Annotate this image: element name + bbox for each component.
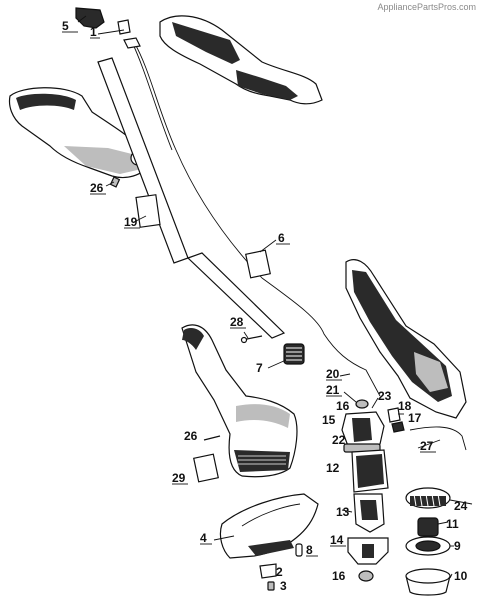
callout-2: 2: [276, 565, 283, 579]
callout-3: 3: [280, 579, 287, 593]
callout-17: 17: [408, 411, 422, 425]
part-1-switch: [117, 19, 141, 49]
part-14-bracket: [347, 537, 389, 565]
part-7-spring: [283, 343, 305, 365]
part-4-guard: [219, 493, 319, 559]
callout-12: 12: [326, 461, 340, 475]
callout-underlines: [62, 31, 436, 557]
part-6-label: [245, 249, 271, 279]
leader-lines: [77, 15, 473, 579]
callout-20: 20: [326, 367, 340, 381]
part-8-screw: [295, 543, 303, 557]
motor-housing-right-half: [345, 259, 467, 419]
part-9-spool: [405, 536, 451, 556]
callout-6: 6: [278, 231, 285, 245]
callout-24: 24: [454, 499, 468, 513]
callout-5: 5: [62, 19, 69, 33]
part-17-pin: [391, 421, 405, 433]
part-19-label: [135, 194, 161, 228]
callout-14: 14: [330, 533, 344, 547]
callout-4: 4: [200, 531, 207, 545]
callout-18: 18: [398, 399, 412, 413]
callout-1: 1: [90, 25, 97, 39]
callout-26-lower: 26: [184, 429, 198, 443]
part-28-screw: [240, 335, 263, 344]
callout-21: 21: [326, 383, 340, 397]
part-26-screw-upper: [109, 176, 121, 188]
part-29-label: [193, 453, 219, 483]
callout-10: 10: [454, 569, 468, 583]
part-13-gear-shaft: [353, 493, 385, 533]
upper-handle-right-half: [159, 15, 323, 105]
callout-9: 9: [454, 539, 461, 553]
part-26-screw-lower: [203, 435, 221, 441]
callout-23: 23: [378, 389, 392, 403]
part-16-washer-bottom: [358, 570, 374, 582]
callout-29: 29: [172, 471, 186, 485]
lower-shaft-tube: [186, 252, 286, 339]
callout-22: 22: [332, 433, 346, 447]
part-27-wire-clip: [409, 426, 467, 451]
callout-labels: 5 1 26 19 6 28 7 20 21 23 16 18 15 17 22…: [62, 19, 468, 593]
part-12-motor-body: [351, 449, 389, 493]
callout-15: 15: [322, 413, 336, 427]
part-24-hub: [405, 487, 451, 509]
part-10-cap: [405, 568, 451, 596]
part-5-clip: [75, 7, 105, 29]
callout-16-lower: 16: [332, 569, 346, 583]
watermark-text: AppliancePartsPros.com: [377, 2, 476, 12]
callout-13: 13: [336, 505, 350, 519]
part-11-spring: [417, 517, 439, 537]
callout-28: 28: [230, 315, 244, 329]
part-18-clip: [387, 407, 401, 423]
callout-26-upper: 26: [90, 181, 104, 195]
part-2-bracket: [259, 563, 277, 579]
callout-16-upper: 16: [336, 399, 350, 413]
motor-housing-left-half: [181, 324, 298, 478]
upper-handle-left-half: [8, 87, 151, 179]
callout-19: 19: [124, 215, 138, 229]
callout-7: 7: [256, 361, 263, 375]
callout-11: 11: [446, 517, 459, 531]
part-3-screw: [267, 581, 275, 591]
callout-27: 27: [420, 439, 434, 453]
part-15-motor-cap: [341, 411, 385, 447]
callout-8: 8: [306, 543, 313, 557]
part-16-washer-top: [355, 399, 369, 409]
